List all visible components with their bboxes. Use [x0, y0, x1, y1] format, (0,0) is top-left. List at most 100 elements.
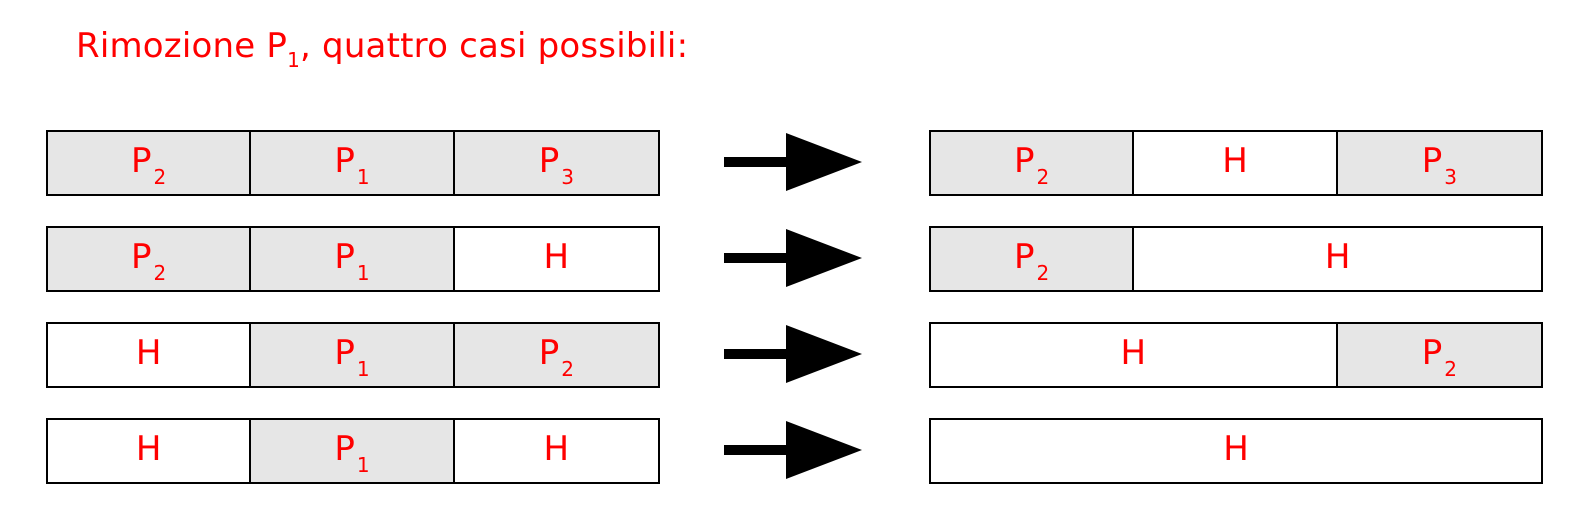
block-label-text: P: [131, 237, 152, 277]
hole-block: H: [1134, 132, 1338, 194]
hole-block: H: [1134, 228, 1541, 290]
arrow-head: [786, 325, 862, 383]
block-label-text: H: [543, 429, 570, 469]
arrow-shaft: [724, 349, 792, 359]
hole-block: H: [454, 420, 658, 482]
block-label: H: [136, 429, 162, 469]
block-label-text: H: [135, 429, 162, 469]
arrow-head: [786, 229, 862, 287]
block-label-text: P: [1421, 333, 1443, 373]
title-text: Rimozione P: [76, 26, 288, 66]
block-label-subscript: 2: [153, 165, 167, 189]
block-label-text: P: [334, 237, 355, 277]
title-subscript: 1: [287, 48, 301, 72]
block-label-text: H: [1324, 237, 1351, 277]
arrow-head: [786, 133, 862, 191]
title-suffix: , quattro casi possibili:: [300, 26, 689, 66]
block-label-subscript: 1: [356, 261, 370, 285]
block-label: H: [1223, 429, 1249, 469]
hole-block: H: [48, 420, 252, 482]
block-label-text: P: [538, 141, 560, 181]
block-label-subscript: 1: [356, 357, 370, 381]
block-label-text: P: [1421, 141, 1443, 181]
block-label-subscript: 2: [561, 357, 574, 381]
block-label-subscript: 1: [356, 453, 370, 477]
block-label-text: H: [135, 333, 162, 373]
block-label-subscript: 2: [1444, 357, 1457, 381]
block-label-subscript: 2: [1036, 261, 1050, 285]
block-label-subscript: 1: [356, 165, 370, 189]
hole-block: H: [931, 420, 1541, 482]
block-label-text: P: [334, 141, 355, 181]
right-arrow-icon: [724, 325, 862, 383]
block-label-subscript: 3: [1444, 165, 1457, 189]
block-label-text: P: [334, 429, 355, 469]
diagram-title: Rimozione P1, quattro casi possibili:: [76, 26, 689, 70]
arrow-shaft: [724, 157, 792, 167]
block-label-text: P: [538, 333, 560, 373]
block-label: H: [544, 429, 570, 469]
arrow-shaft: [724, 445, 792, 455]
right-arrow-icon: [724, 421, 862, 479]
block-label: H: [1222, 141, 1248, 181]
block-label: H: [544, 237, 570, 277]
memory-bar-after: H: [929, 418, 1543, 484]
block-label-text: P: [1014, 237, 1035, 277]
block-label: H: [1325, 237, 1351, 277]
arrow-shaft: [724, 253, 792, 263]
block-label-text: P: [334, 333, 355, 373]
block-label-subscript: 3: [561, 165, 574, 189]
block-label-text: H: [543, 237, 570, 277]
block-label-subscript: 2: [153, 261, 167, 285]
block-label-text: P: [131, 141, 152, 181]
block-label-subscript: 2: [1036, 165, 1050, 189]
block-label-text: H: [1120, 333, 1147, 373]
arrow-head: [786, 421, 862, 479]
block-label: H: [1121, 333, 1147, 373]
block-label-text: H: [1223, 429, 1249, 469]
right-arrow-icon: [724, 133, 862, 191]
block-label-text: P: [1014, 141, 1035, 181]
right-arrow-icon: [724, 229, 862, 287]
hole-block: H: [48, 324, 252, 386]
block-label-text: H: [1222, 141, 1248, 181]
block-label: H: [136, 333, 162, 373]
hole-block: H: [454, 228, 658, 290]
hole-block: H: [931, 324, 1338, 386]
